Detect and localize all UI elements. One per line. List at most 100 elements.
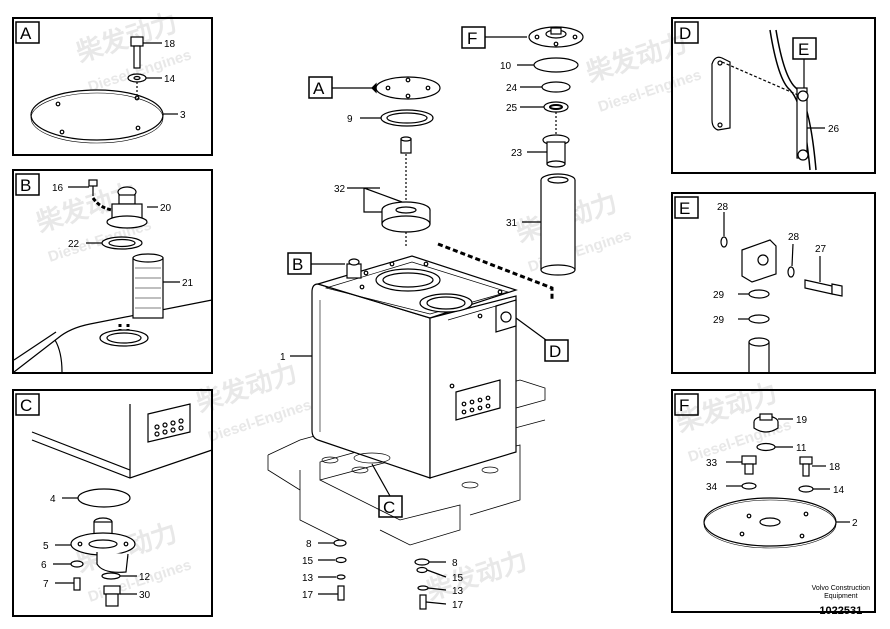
- part-number: 22: [68, 239, 80, 250]
- o-ring: [748, 289, 770, 299]
- part-number: 13: [302, 573, 314, 584]
- part-number: 28: [788, 232, 800, 243]
- callout-letter: A: [313, 79, 325, 98]
- panel-letter: F: [679, 396, 689, 415]
- panel-letter-box: [15, 393, 40, 416]
- washer: [127, 73, 147, 83]
- part-number: 27: [815, 244, 827, 255]
- label-layer: A B C D D E E F 18 14 3 16 20 22 21 4 5 …: [20, 24, 858, 611]
- bolt-head: [130, 36, 144, 47]
- document-number: 1022531: [819, 605, 863, 617]
- part-number: 21: [182, 278, 194, 289]
- part-number: 18: [829, 462, 841, 473]
- bolt: [799, 456, 813, 465]
- panel-letter-box: [674, 393, 699, 416]
- part-number: 31: [506, 218, 518, 229]
- detail-panel-e: [671, 192, 876, 374]
- part-number: 25: [506, 103, 518, 114]
- panel-letter: D: [679, 24, 691, 43]
- seal-ring: [77, 488, 131, 508]
- part-number: 29: [713, 290, 725, 301]
- strainer-collar: [543, 101, 569, 113]
- part-number: 14: [833, 485, 845, 496]
- part-number: 19: [796, 415, 808, 426]
- part-number: 23: [511, 148, 523, 159]
- banjo-bolt: [804, 279, 833, 295]
- part-number: 9: [347, 114, 353, 125]
- detail-panel-f: [671, 389, 876, 613]
- part-number: 17: [302, 590, 314, 601]
- part-number: 2: [852, 518, 858, 529]
- o-ring: [787, 266, 795, 278]
- part-number: 5: [43, 541, 49, 552]
- callout-letter: F: [467, 29, 477, 48]
- seal-ring: [101, 236, 143, 250]
- hydraulic-tank: [311, 283, 431, 479]
- part-number: 26: [828, 124, 840, 135]
- bolt-stack-right: [414, 558, 447, 610]
- part-number: 6: [41, 560, 47, 571]
- callout-box: [378, 495, 403, 518]
- part-number: 17: [452, 600, 464, 611]
- plug: [741, 455, 757, 465]
- part-number: 4: [50, 494, 56, 505]
- part-number: 15: [452, 573, 464, 584]
- part-number: 8: [306, 539, 312, 550]
- washer: [70, 560, 84, 568]
- detail-panel-d: [671, 17, 876, 174]
- detail-panel-a: [12, 17, 213, 156]
- panel-letter-box: [15, 21, 40, 44]
- watermark-text: 柴发动力: [422, 545, 531, 606]
- drawing-footer: Volvo Construction Equipment 1022531: [812, 585, 870, 617]
- panel-letter-box: [674, 196, 699, 219]
- mounting-plate: [703, 497, 837, 547]
- detail-panel-b: [12, 169, 213, 374]
- part-number: 33: [706, 458, 718, 469]
- washer: [798, 485, 814, 493]
- bolt-stack-left: [318, 539, 347, 601]
- part-number: 28: [717, 202, 729, 213]
- callout-letter: D: [549, 342, 561, 361]
- pipe-fitting: [103, 585, 121, 595]
- panel-letter: B: [20, 176, 31, 195]
- part-number: 29: [713, 315, 725, 326]
- part-number: 16: [52, 183, 64, 194]
- part-number: 13: [452, 586, 464, 597]
- callout-box: [544, 339, 569, 362]
- part-number: 15: [302, 556, 314, 567]
- main-assembly: [267, 26, 584, 610]
- callout-letter: B: [292, 255, 303, 274]
- brand-line-1: Volvo Construction: [811, 585, 870, 592]
- seal-ring: [541, 81, 571, 93]
- detail-panel-c: [12, 389, 213, 617]
- part-number: 3: [180, 110, 186, 121]
- seal-ring: [756, 442, 776, 452]
- part-number: 18: [164, 39, 176, 50]
- bolt: [73, 577, 81, 591]
- o-ring: [101, 572, 121, 580]
- part-number: 8: [452, 558, 458, 569]
- part-number: 11: [796, 443, 807, 454]
- callout-letter: C: [383, 498, 395, 517]
- screw: [88, 179, 98, 187]
- o-ring: [720, 236, 728, 248]
- part-number: 34: [706, 482, 718, 493]
- cover-plate: [30, 89, 164, 141]
- part-number: 20: [160, 203, 172, 214]
- part-number: 24: [506, 83, 518, 94]
- bolt-shank: [133, 45, 141, 69]
- suction-flange: [70, 532, 136, 556]
- panel-letter-box: [15, 173, 40, 196]
- washer: [741, 482, 757, 490]
- part-number: 32: [334, 184, 346, 195]
- panel-letter: A: [20, 24, 32, 43]
- part-number: 14: [164, 74, 176, 85]
- panel-letter: E: [679, 199, 690, 218]
- part-number: 7: [43, 579, 49, 590]
- part-number: 1: [280, 352, 286, 363]
- seal-ring: [533, 57, 579, 73]
- part-number: 10: [500, 61, 512, 72]
- part-number: 30: [139, 590, 151, 601]
- panel-letter-box: [674, 21, 699, 44]
